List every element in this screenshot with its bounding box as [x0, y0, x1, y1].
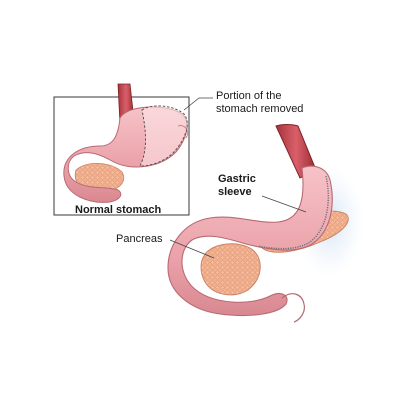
gastric-sleeve-label: Gastric sleeve — [218, 173, 256, 199]
inset-fundus — [177, 125, 188, 139]
removed-portion-label-line1: Portion of the — [216, 90, 282, 102]
sleeve-staple-line — [257, 175, 329, 250]
removed-leader-line — [183, 97, 213, 111]
duodenum — [281, 293, 305, 323]
pancreas-leader — [169, 239, 215, 259]
pancreas-label: Pancreas — [116, 233, 163, 245]
gastric-sleeve-label-line2: sleeve — [218, 186, 252, 198]
removed-portion-label: Portion of the stomach removed — [216, 90, 303, 116]
sleeve-stomach — [167, 165, 333, 317]
gastric-sleeve-leader — [261, 195, 307, 213]
gastric-sleeve-label-line1: Gastric — [218, 173, 256, 185]
pancreas-head — [200, 243, 261, 296]
removed-portion-label-line2: stomach removed — [216, 103, 304, 115]
main-esophagus — [275, 124, 317, 179]
removed-portion-outline — [139, 105, 188, 167]
normal-stomach-label: Normal stomach — [75, 204, 162, 216]
